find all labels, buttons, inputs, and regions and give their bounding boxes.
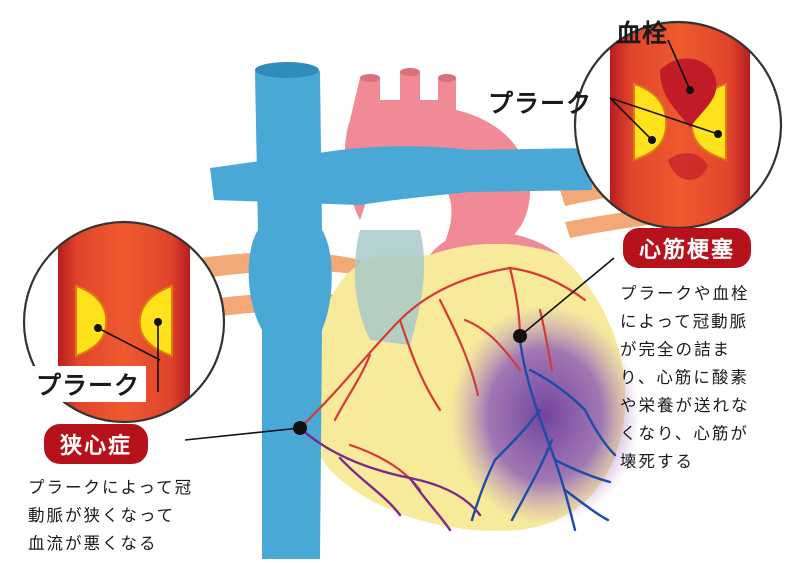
thrombus-marker xyxy=(686,86,694,94)
plaque-label-left: プラーク xyxy=(30,366,147,402)
vena-cava xyxy=(248,64,332,559)
plaque-label-top: プラーク xyxy=(488,89,593,118)
magnified-vessel-angina xyxy=(22,220,226,424)
callout-leaders xyxy=(97,39,719,392)
infarction-description: プラークや血栓 によって冠動脈 が完全の詰ま り、心筋に酸素 や栄養が送れな く… xyxy=(620,284,750,471)
angina-leader xyxy=(184,427,301,441)
plaque-left-marker-left xyxy=(94,324,102,332)
infarction-badge: 心筋梗塞 xyxy=(623,228,752,268)
thrombus-label: 血栓 xyxy=(616,19,669,48)
plaque-top-marker-left xyxy=(648,136,656,144)
plaque-top-marker-right xyxy=(714,130,722,138)
ischemic-arteries xyxy=(298,426,482,532)
angina-description: プラークによって冠 動脈が狭くなって 血流が悪くなる xyxy=(28,478,194,553)
infarct-arteries xyxy=(470,338,617,532)
plaque-left-marker-right xyxy=(154,318,162,326)
heart xyxy=(303,230,640,531)
angina-badge: 狭心症 xyxy=(44,424,149,464)
magnified-vessel-infarction xyxy=(573,20,783,230)
infarction-leader xyxy=(519,257,615,337)
